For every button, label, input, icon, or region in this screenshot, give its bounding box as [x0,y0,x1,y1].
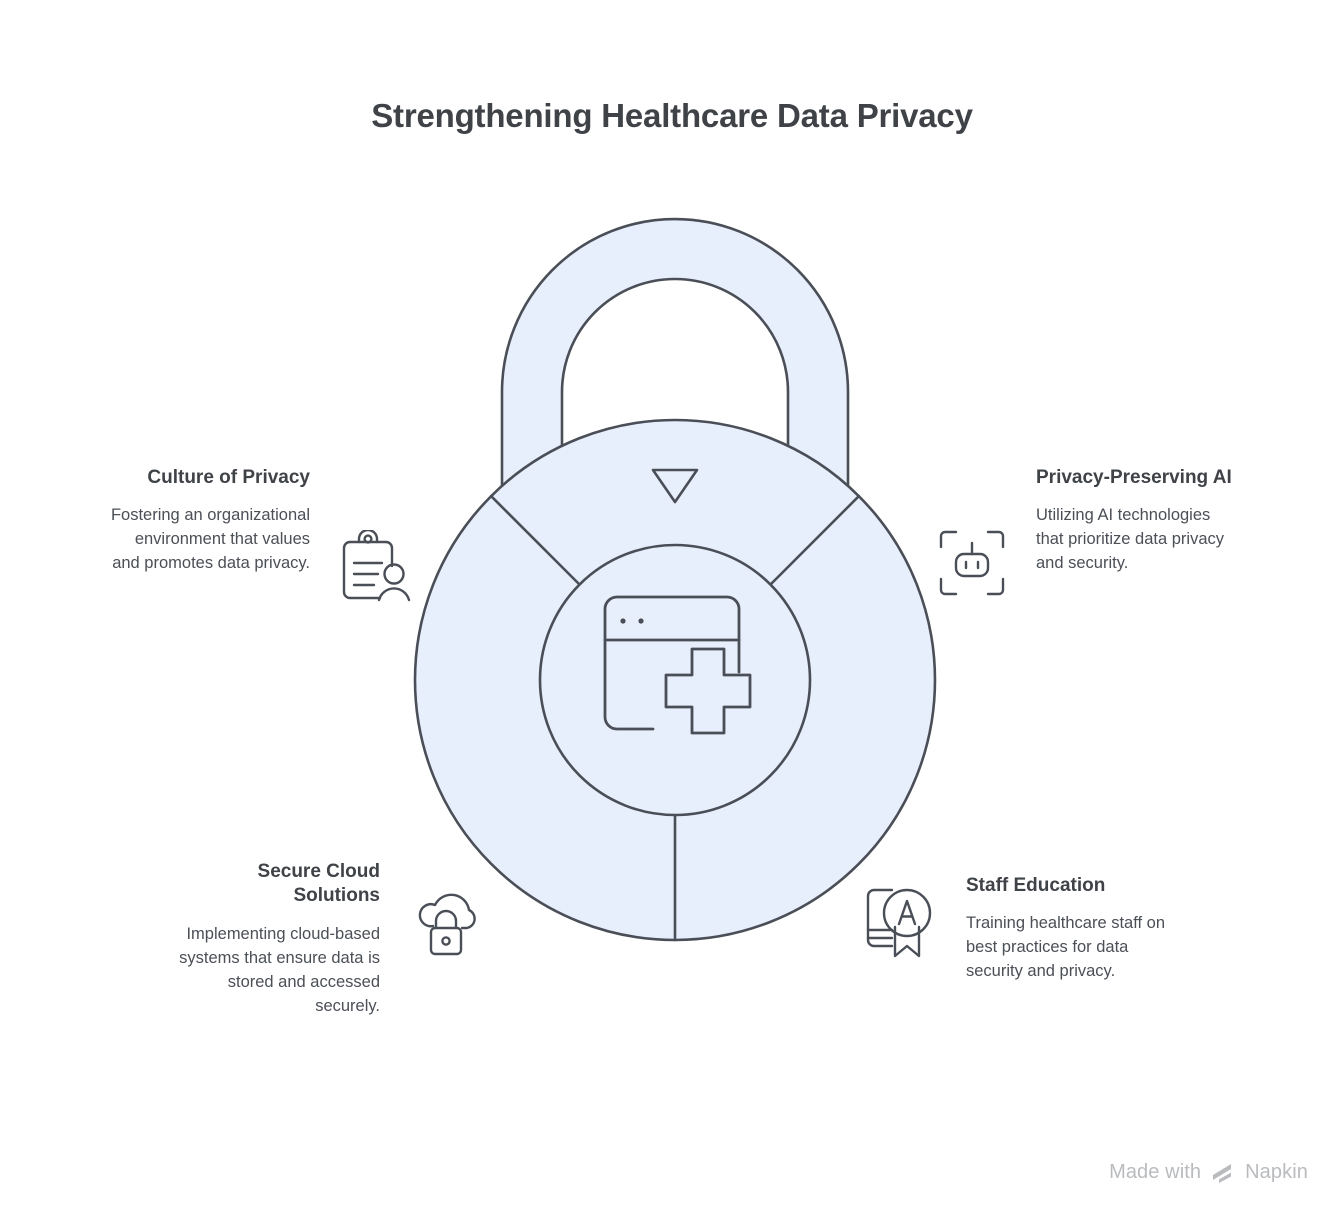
node-title: Privacy-Preserving AI [1036,467,1232,488]
watermark: Made with Napkin [1109,1161,1308,1184]
clipboard-person-icon [342,530,411,602]
node-staff-education: Staff Education Training healthcare staf… [966,874,1166,984]
node-title: Culture of Privacy [147,467,310,488]
triangle-down-marker-icon [651,468,699,504]
browser-window-medical-cross-icon [603,595,752,735]
napkin-logo-icon [1213,1163,1232,1183]
node-culture-of-privacy: Culture of Privacy Fostering an organiza… [104,466,310,576]
node-description: Implementing cloud-based systems that en… [179,924,380,1015]
segment-divider-upper-left [489,494,581,586]
page-title: Strengthening Healthcare Data Privacy [371,97,973,134]
padlock-shackle [500,217,850,492]
robot-scan-frame-icon [939,530,1005,596]
node-description: Training healthcare staff on best practi… [966,914,1166,981]
certificate-award-a-icon [866,888,932,958]
node-privacy-preserving-ai: Privacy-Preserving AI Utilizing AI techn… [1036,466,1240,576]
padlock-body [413,418,937,942]
watermark-prefix: Made with [1109,1161,1202,1183]
node-description: Utilizing AI technologies that prioritiz… [1036,506,1225,573]
node-secure-cloud-solutions: Secure Cloud Solutions Implementing clou… [173,860,380,1018]
node-description: Fostering an organizational environment … [110,506,310,573]
padlock-inner-circle [538,543,812,817]
cloud-lock-icon [418,893,476,956]
segment-divider-upper-right [769,494,861,586]
watermark-brand: Napkin [1245,1161,1308,1183]
node-title: Staff Education [966,875,1106,896]
node-title: Secure Cloud Solutions [257,861,380,907]
